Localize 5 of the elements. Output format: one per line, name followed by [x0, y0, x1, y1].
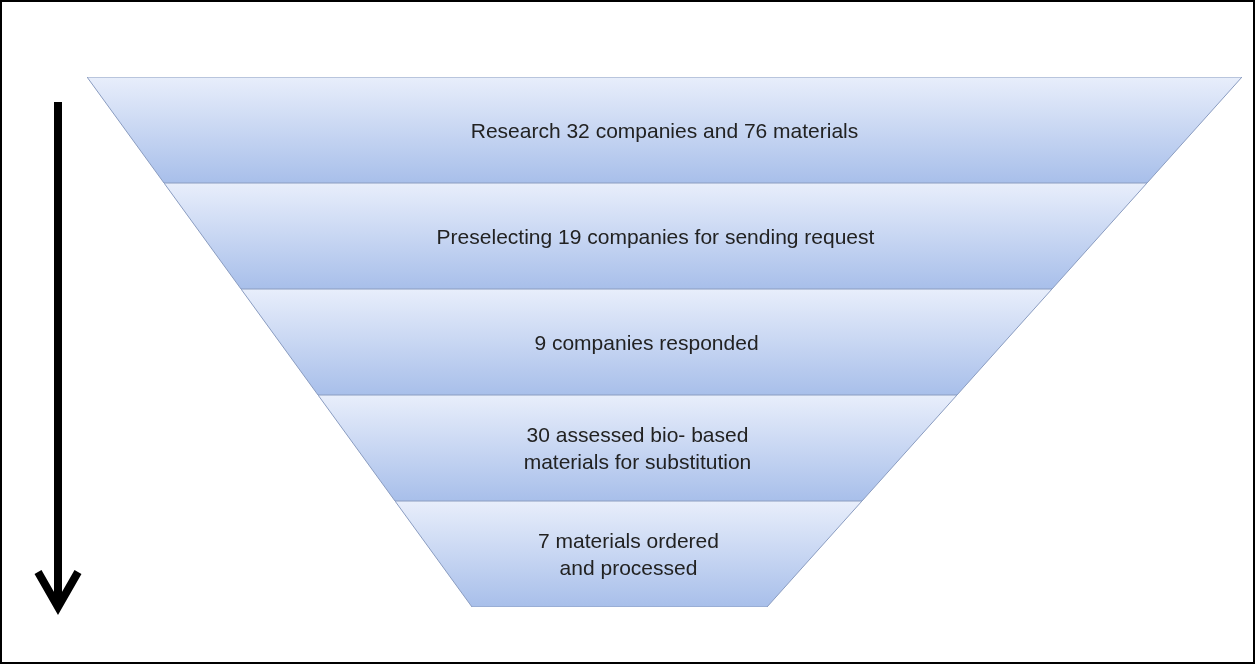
- stage-label: 30 assessed bio- based materials for substitution: [522, 422, 753, 475]
- stage-label: 9 companies responded: [534, 329, 759, 356]
- stage-label: 7 materials ordered and processed: [537, 528, 720, 581]
- stage-label: Research 32 companies and 76 materials: [470, 117, 859, 144]
- stage-label: Preselecting 19 companies for sending request: [436, 223, 875, 250]
